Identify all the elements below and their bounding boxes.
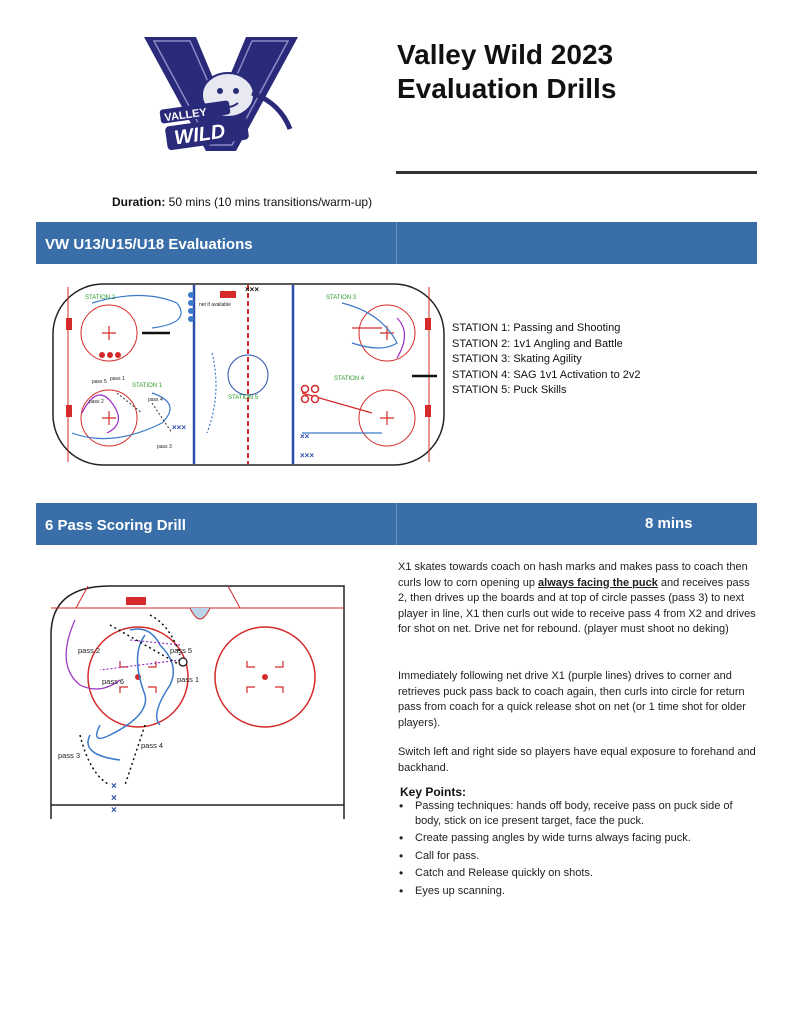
key-points-list: Passing techniques: hands off body, rece… <box>398 799 758 901</box>
label-pass-1: pass 1 <box>177 675 199 684</box>
duration-line: Duration: 50 mins (10 mins transitions/w… <box>112 195 372 209</box>
svg-text:×××: ××× <box>172 423 186 432</box>
label-station-3: STATION 3 <box>326 295 357 301</box>
drill-description-1: X1 skates towards coach on hash marks an… <box>398 560 758 638</box>
svg-text:×: × <box>111 781 117 792</box>
full-rink-stations-diagram: STATION 2 STATION 1 STATION 3 STATION 4 … <box>52 283 445 466</box>
label-pass-5: pass 5 <box>170 646 192 655</box>
section-header-evaluations: VW U13/U15/U18 Evaluations <box>36 222 757 264</box>
station-1: STATION 1: Passing and Shooting <box>452 322 621 334</box>
svg-text:×: × <box>111 805 117 816</box>
svg-text:××: ×× <box>300 432 310 441</box>
logo-text-top: VALLEY <box>164 106 208 124</box>
label-station-2: STATION 2 <box>85 295 116 301</box>
para1-text-start: X1 skates towards coach on hash marks an… <box>398 561 748 589</box>
title-divider <box>396 171 757 174</box>
label-pass-5: pass 5 <box>92 379 107 385</box>
header-divider <box>396 503 397 545</box>
page-title: Valley Wild 2023 Evaluation Drills <box>397 38 616 106</box>
key-point-item: Eyes up scanning. <box>398 884 758 899</box>
label-pass-1: pass 1 <box>110 376 125 382</box>
section-title: 6 Pass Scoring Drill <box>45 517 186 534</box>
label-pass-3: pass 3 <box>58 751 80 760</box>
label-station-4: STATION 4 <box>334 376 365 382</box>
key-point-item: Passing techniques: hands off body, rece… <box>398 799 758 828</box>
svg-text:×××: ××× <box>300 451 314 460</box>
label-pass-6: pass 6 <box>102 677 124 686</box>
key-point-item: Catch and Release quickly on shots. <box>398 866 758 881</box>
svg-text:×××: ××× <box>245 285 259 294</box>
drill-description-2: Immediately following net drive X1 (purp… <box>398 670 746 729</box>
key-point-item: Create passing angles by wide turns alwa… <box>398 831 758 846</box>
key-point-item: Call for pass. <box>398 849 758 864</box>
station-2: STATION 2: 1v1 Angling and Battle <box>452 337 623 350</box>
title-line-1: Valley Wild 2023 <box>397 39 614 70</box>
valley-wild-logo: VALLEY WILD <box>144 37 298 151</box>
stations-list: STATION 1: Passing and Shooting STATION … <box>452 321 641 399</box>
duration-value: 50 mins (10 mins transitions/warm-up) <box>168 195 373 209</box>
label-pass-3: pass 3 <box>157 444 172 450</box>
svg-text:×: × <box>111 793 117 804</box>
label-pass-4: pass 4 <box>148 397 163 403</box>
section-title: VW U13/U15/U18 Evaluations <box>45 236 253 253</box>
drill-description-3: Switch left and right side so players ha… <box>398 746 756 774</box>
title-line-2: Evaluation Drills <box>397 73 617 104</box>
duration-label: Duration: <box>112 195 166 209</box>
station-4: STATION 4: SAG 1v1 Activation to 2v2 <box>452 368 641 381</box>
label-station-1: STATION 1 <box>132 383 163 389</box>
label-station-5: STATION 5 <box>228 395 259 401</box>
label-pass-4: pass 4 <box>141 741 163 750</box>
half-rink-drill-diagram: pass 2 pass 5 pass 6 pass 1 pass 3 pass … <box>50 585 345 819</box>
section-duration: 8 mins <box>645 515 693 532</box>
key-points-title: Key Points: <box>400 785 467 799</box>
station-3: STATION 3: Skating Agility <box>452 353 582 365</box>
section-header-6-pass-drill: 6 Pass Scoring Drill 8 mins <box>36 503 757 545</box>
label-pass-2: pass 2 <box>89 399 104 405</box>
label-pass-2: pass 2 <box>78 646 100 655</box>
label-net-if-available: net if available <box>199 302 231 308</box>
para1-emphasis: always facing the puck <box>538 576 658 589</box>
header-divider <box>396 222 397 264</box>
station-5: STATION 5: Puck Skills <box>452 384 567 396</box>
para1-text-end: and receives pass 2, then drives up the … <box>398 576 756 636</box>
